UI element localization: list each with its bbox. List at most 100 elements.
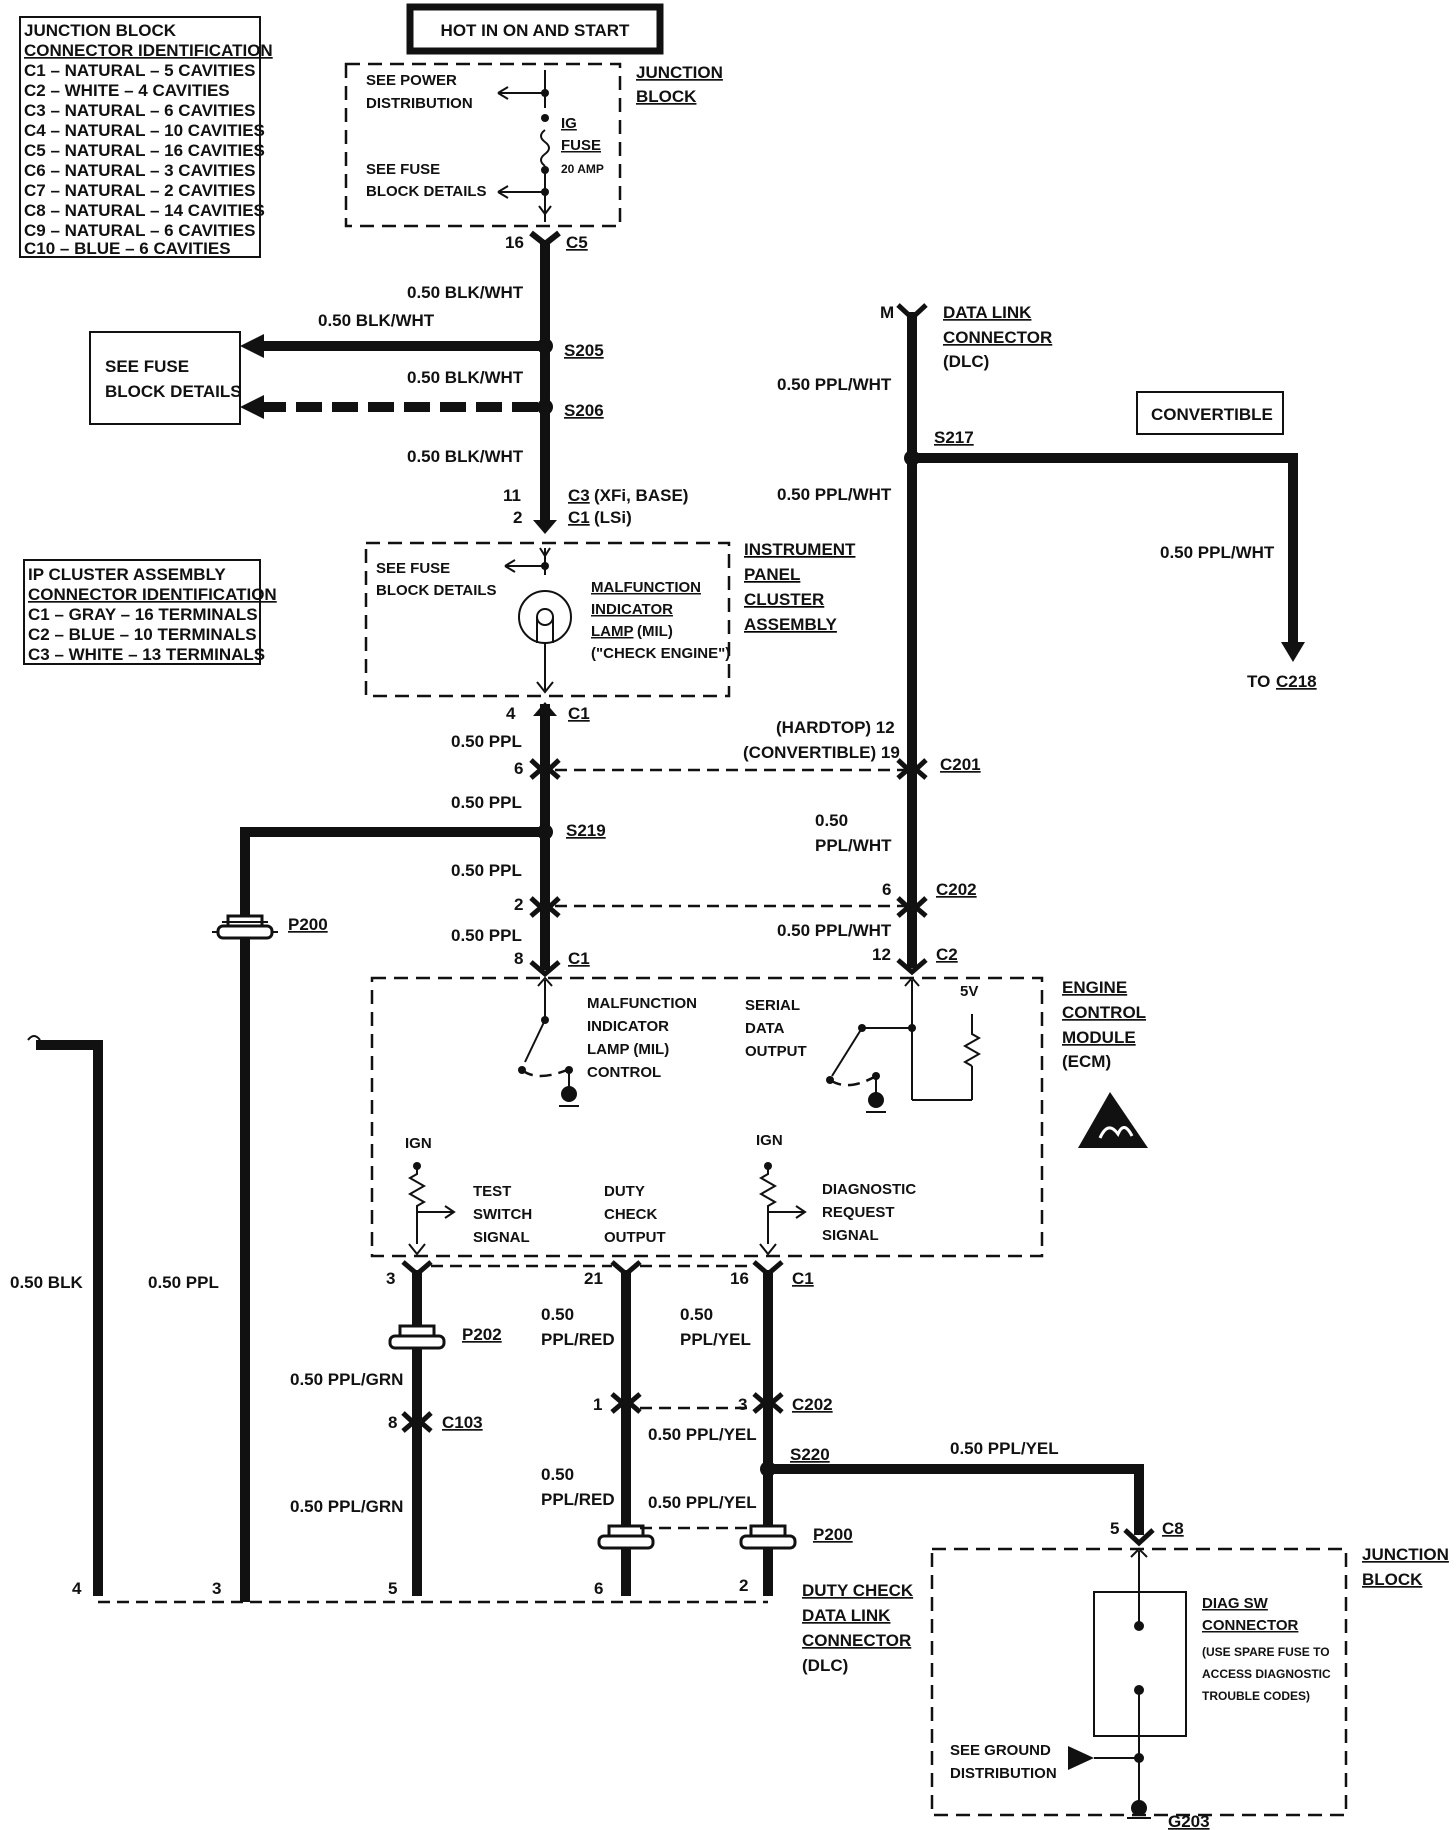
svg-text:IGN: IGN bbox=[405, 1135, 432, 1152]
pass-through-icon bbox=[388, 1324, 446, 1350]
svg-text:SIGNAL: SIGNAL bbox=[822, 1227, 879, 1244]
pass-through-icon bbox=[212, 914, 278, 940]
svg-text:BLOCK DETAILS: BLOCK DETAILS bbox=[105, 382, 242, 401]
ip-cluster-id-table bbox=[23, 559, 261, 665]
svg-text:TROUBLE CODES): TROUBLE CODES) bbox=[1202, 1689, 1310, 1703]
svg-text:C202: C202 bbox=[792, 1395, 833, 1414]
convertible-box bbox=[1136, 391, 1284, 435]
ecm-internals bbox=[407, 976, 982, 1256]
svg-text:5: 5 bbox=[1110, 1519, 1119, 1538]
svg-text:S219: S219 bbox=[566, 821, 606, 840]
svg-text:JUNCTION: JUNCTION bbox=[1362, 1545, 1449, 1564]
svg-text:P202: P202 bbox=[462, 1325, 502, 1344]
ecm-label: ENGINE CONTROL MODULE (ECM) bbox=[1062, 978, 1146, 1071]
svg-text:0.50 PPL: 0.50 PPL bbox=[148, 1273, 219, 1292]
svg-text:(DLC): (DLC) bbox=[943, 352, 989, 371]
svg-text:C4 – NATURAL – 10 CAVITIES: C4 – NATURAL – 10 CAVITIES bbox=[24, 121, 265, 140]
svg-text:S206: S206 bbox=[564, 401, 604, 420]
svg-text:0.50 PPL/WHT: 0.50 PPL/WHT bbox=[777, 375, 892, 394]
svg-text:3: 3 bbox=[386, 1269, 395, 1288]
svg-text:C2 – BLUE – 10 TERMINALS: C2 – BLUE – 10 TERMINALS bbox=[28, 625, 257, 644]
svg-text:C1: C1 bbox=[568, 704, 590, 723]
svg-text:SWITCH: SWITCH bbox=[473, 1206, 532, 1223]
see-fuse-block-box bbox=[89, 331, 241, 425]
svg-text:CHECK: CHECK bbox=[604, 1206, 658, 1223]
svg-text:C1: C1 bbox=[568, 508, 590, 527]
svg-text:C1 – NATURAL – 5 CAVITIES: C1 – NATURAL – 5 CAVITIES bbox=[24, 61, 255, 80]
svg-text:C5 – NATURAL – 16 CAVITIES: C5 – NATURAL – 16 CAVITIES bbox=[24, 141, 265, 160]
svg-text:(CONVERTIBLE) 19: (CONVERTIBLE) 19 bbox=[743, 743, 900, 762]
svg-text:DUTY CHECK: DUTY CHECK bbox=[802, 1581, 914, 1600]
svg-text:0.50 PPL/WHT: 0.50 PPL/WHT bbox=[777, 921, 892, 940]
svg-text:OUTPUT: OUTPUT bbox=[604, 1229, 666, 1246]
svg-text:0.50 PPL/WHT: 0.50 PPL/WHT bbox=[777, 485, 892, 504]
title-box bbox=[406, 3, 664, 55]
svg-text:C7 – NATURAL – 2 CAVITIES: C7 – NATURAL – 2 CAVITIES bbox=[24, 181, 255, 200]
svg-text:5: 5 bbox=[388, 1579, 397, 1598]
svg-text:0.50 BLK/WHT: 0.50 BLK/WHT bbox=[407, 368, 524, 387]
svg-text:16: 16 bbox=[505, 233, 524, 252]
svg-text:JUNCTION BLOCK: JUNCTION BLOCK bbox=[24, 21, 177, 40]
ground-icon bbox=[561, 1086, 577, 1102]
svg-text:0.50 PPL/YEL: 0.50 PPL/YEL bbox=[648, 1493, 757, 1512]
svg-text:C2 – WHITE – 4 CAVITIES: C2 – WHITE – 4 CAVITIES bbox=[24, 81, 230, 100]
svg-text:(ECM): (ECM) bbox=[1062, 1052, 1111, 1071]
junction-block-top-label: JUNCTION bbox=[636, 63, 723, 82]
ground-icon bbox=[1131, 1800, 1147, 1816]
svg-text:C10 – BLUE – 6 CAVITIES: C10 – BLUE – 6 CAVITIES bbox=[24, 239, 231, 258]
svg-text:PPL/YEL: PPL/YEL bbox=[680, 1330, 751, 1349]
svg-text:8: 8 bbox=[388, 1413, 397, 1432]
svg-text:P200: P200 bbox=[813, 1525, 853, 1544]
svg-text:LAMP: LAMP bbox=[591, 623, 634, 640]
svg-text:5V: 5V bbox=[960, 983, 978, 1000]
svg-text:0.50 PPL/WHT: 0.50 PPL/WHT bbox=[1160, 543, 1275, 562]
svg-text:16: 16 bbox=[730, 1269, 749, 1288]
svg-text:REQUEST: REQUEST bbox=[822, 1204, 895, 1221]
svg-text:(LSi): (LSi) bbox=[594, 508, 632, 527]
svg-text:PANEL: PANEL bbox=[744, 565, 800, 584]
svg-text:MALFUNCTION: MALFUNCTION bbox=[587, 995, 697, 1012]
svg-text:PPL/RED: PPL/RED bbox=[541, 1490, 615, 1509]
svg-text:0.50 PPL/GRN: 0.50 PPL/GRN bbox=[290, 1497, 403, 1516]
svg-text:C201: C201 bbox=[940, 755, 981, 774]
svg-text:CONVERTIBLE: CONVERTIBLE bbox=[1151, 405, 1273, 424]
svg-text:0.50 BLK/WHT: 0.50 BLK/WHT bbox=[318, 311, 435, 330]
svg-text:DATA: DATA bbox=[745, 1020, 785, 1037]
svg-text:S205: S205 bbox=[564, 341, 604, 360]
svg-text:SEE FUSE: SEE FUSE bbox=[376, 560, 450, 577]
diag-internals bbox=[1068, 1547, 1151, 1819]
svg-text:(HARDTOP) 12: (HARDTOP) 12 bbox=[776, 718, 895, 737]
svg-text:C218: C218 bbox=[1276, 672, 1317, 691]
svg-text:2: 2 bbox=[513, 508, 522, 527]
svg-text:(XFi, BASE): (XFi, BASE) bbox=[594, 486, 688, 505]
pass-through-icon bbox=[739, 1524, 797, 1550]
svg-text:IG: IG bbox=[561, 115, 577, 132]
svg-text:INDICATOR: INDICATOR bbox=[591, 601, 673, 618]
svg-text:("CHECK ENGINE"): ("CHECK ENGINE") bbox=[591, 645, 730, 662]
svg-text:2: 2 bbox=[514, 895, 523, 914]
svg-text:0.50: 0.50 bbox=[680, 1305, 713, 1324]
svg-text:0.50 BLK/WHT: 0.50 BLK/WHT bbox=[407, 283, 524, 302]
svg-text:C8 – NATURAL – 14 CAVITIES: C8 – NATURAL – 14 CAVITIES bbox=[24, 201, 265, 220]
mil-lamp-icon bbox=[504, 547, 572, 694]
duty-check-dlc-label: DUTY CHECK DATA LINK CONNECTOR (DLC) bbox=[802, 1581, 914, 1675]
svg-text:TEST: TEST bbox=[473, 1183, 511, 1200]
svg-text:4: 4 bbox=[72, 1579, 82, 1598]
junction-block-top bbox=[344, 62, 622, 228]
svg-text:C1: C1 bbox=[568, 949, 590, 968]
svg-text:CLUSTER: CLUSTER bbox=[744, 590, 824, 609]
svg-text:C8: C8 bbox=[1162, 1519, 1184, 1538]
svg-text:S220: S220 bbox=[790, 1445, 830, 1464]
svg-text:CONTROL: CONTROL bbox=[1062, 1003, 1146, 1022]
svg-text:S217: S217 bbox=[934, 428, 974, 447]
svg-text:1: 1 bbox=[593, 1395, 602, 1414]
ip-cluster-id-table-text: IP CLUSTER ASSEMBLY CONNECTOR IDENTIFICA… bbox=[28, 565, 277, 664]
svg-text:OUTPUT: OUTPUT bbox=[745, 1043, 807, 1060]
svg-text:0.50: 0.50 bbox=[541, 1305, 574, 1324]
svg-text:CONNECTOR: CONNECTOR bbox=[802, 1631, 911, 1650]
junction-top-internals bbox=[497, 70, 552, 222]
svg-text:C3 – NATURAL – 6 CAVITIES: C3 – NATURAL – 6 CAVITIES bbox=[24, 101, 255, 120]
svg-text:DATA LINK: DATA LINK bbox=[943, 303, 1032, 322]
svg-text:INSTRUMENT: INSTRUMENT bbox=[744, 540, 856, 559]
